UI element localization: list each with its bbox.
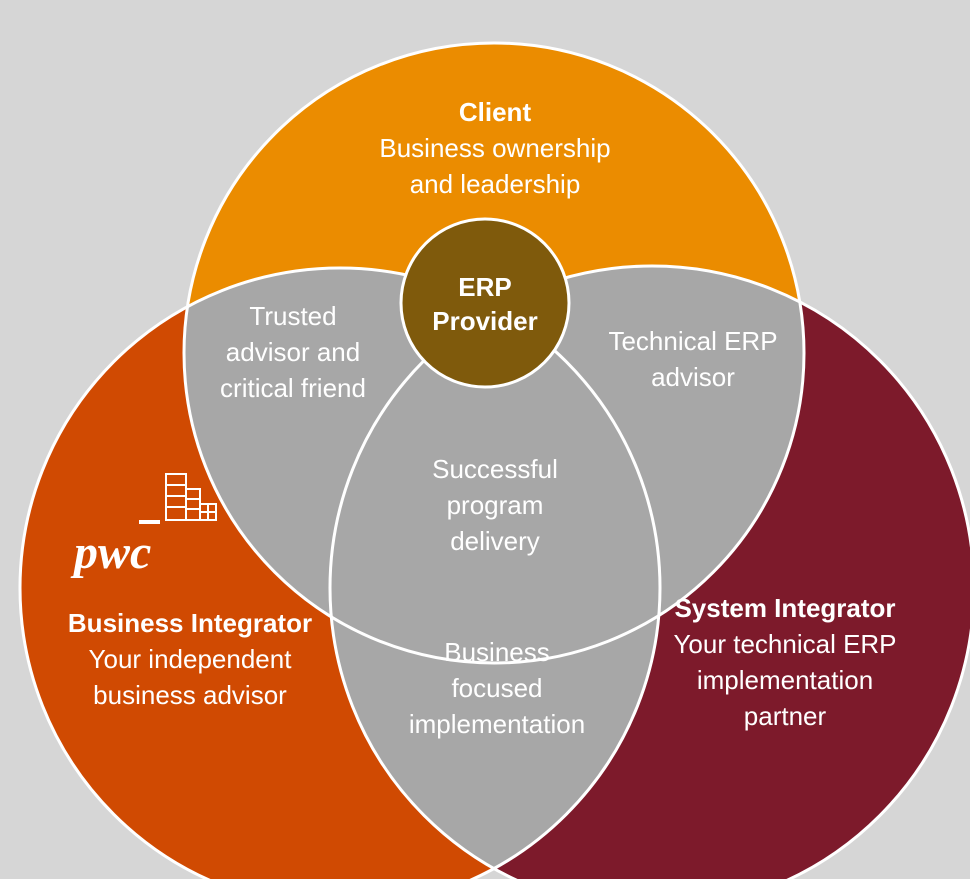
client-label: Client Business ownership and leadership bbox=[320, 94, 670, 202]
trusted-line2: advisor and bbox=[225, 337, 361, 367]
focused-line2: focused bbox=[451, 673, 543, 703]
center-overlap-label: Successful program delivery bbox=[400, 451, 590, 559]
overlap-client-business-label: Trusted advisor and critical friend bbox=[198, 298, 388, 406]
erp-provider-line1: ERP bbox=[458, 272, 512, 302]
client-line1: Business ownership bbox=[379, 133, 611, 163]
system-integrator-title: System Integrator bbox=[674, 593, 896, 623]
logo-underscore bbox=[139, 520, 160, 524]
erp-provider-circle bbox=[399, 217, 571, 389]
technical-line1: Technical ERP bbox=[608, 326, 778, 356]
focused-line1: Business bbox=[444, 637, 550, 667]
center-line2: program bbox=[446, 490, 544, 520]
center-line1: Successful bbox=[432, 454, 558, 484]
overlap-business-system bbox=[330, 268, 660, 879]
overlap-client-system-label: Technical ERP advisor bbox=[588, 323, 798, 395]
building-icon bbox=[165, 473, 217, 521]
business-integrator-title: Business Integrator bbox=[67, 608, 313, 638]
center-line3: delivery bbox=[450, 526, 540, 556]
business-integrator-outline bbox=[18, 266, 662, 879]
trusted-line3: critical friend bbox=[220, 373, 366, 403]
client-outline bbox=[182, 41, 806, 665]
business-integrator-line1: Your independent bbox=[88, 644, 292, 674]
erp-provider-label: ERP Provider bbox=[405, 270, 565, 338]
client-title: Client bbox=[458, 97, 532, 127]
system-integrator-line3: partner bbox=[743, 701, 827, 731]
technical-line2: advisor bbox=[651, 362, 735, 392]
business-integrator-line2: business advisor bbox=[93, 680, 287, 710]
system-integrator-line2: implementation bbox=[696, 665, 874, 695]
focused-line3: implementation bbox=[408, 709, 586, 739]
system-integrator-line1: Your technical ERP bbox=[673, 629, 897, 659]
overlap-business-system-label: Business focused implementation bbox=[387, 634, 607, 742]
trusted-line1: Trusted bbox=[249, 301, 337, 331]
pwc-logo-text: pwc bbox=[74, 526, 152, 579]
business-integrator-label: Business Integrator Your independent bus… bbox=[40, 605, 340, 713]
system-integrator-outline bbox=[328, 264, 970, 879]
client-line2: and leadership bbox=[409, 169, 581, 199]
system-integrator-label: System Integrator Your technical ERP imp… bbox=[640, 590, 930, 734]
erp-provider-line2: Provider bbox=[432, 306, 538, 336]
